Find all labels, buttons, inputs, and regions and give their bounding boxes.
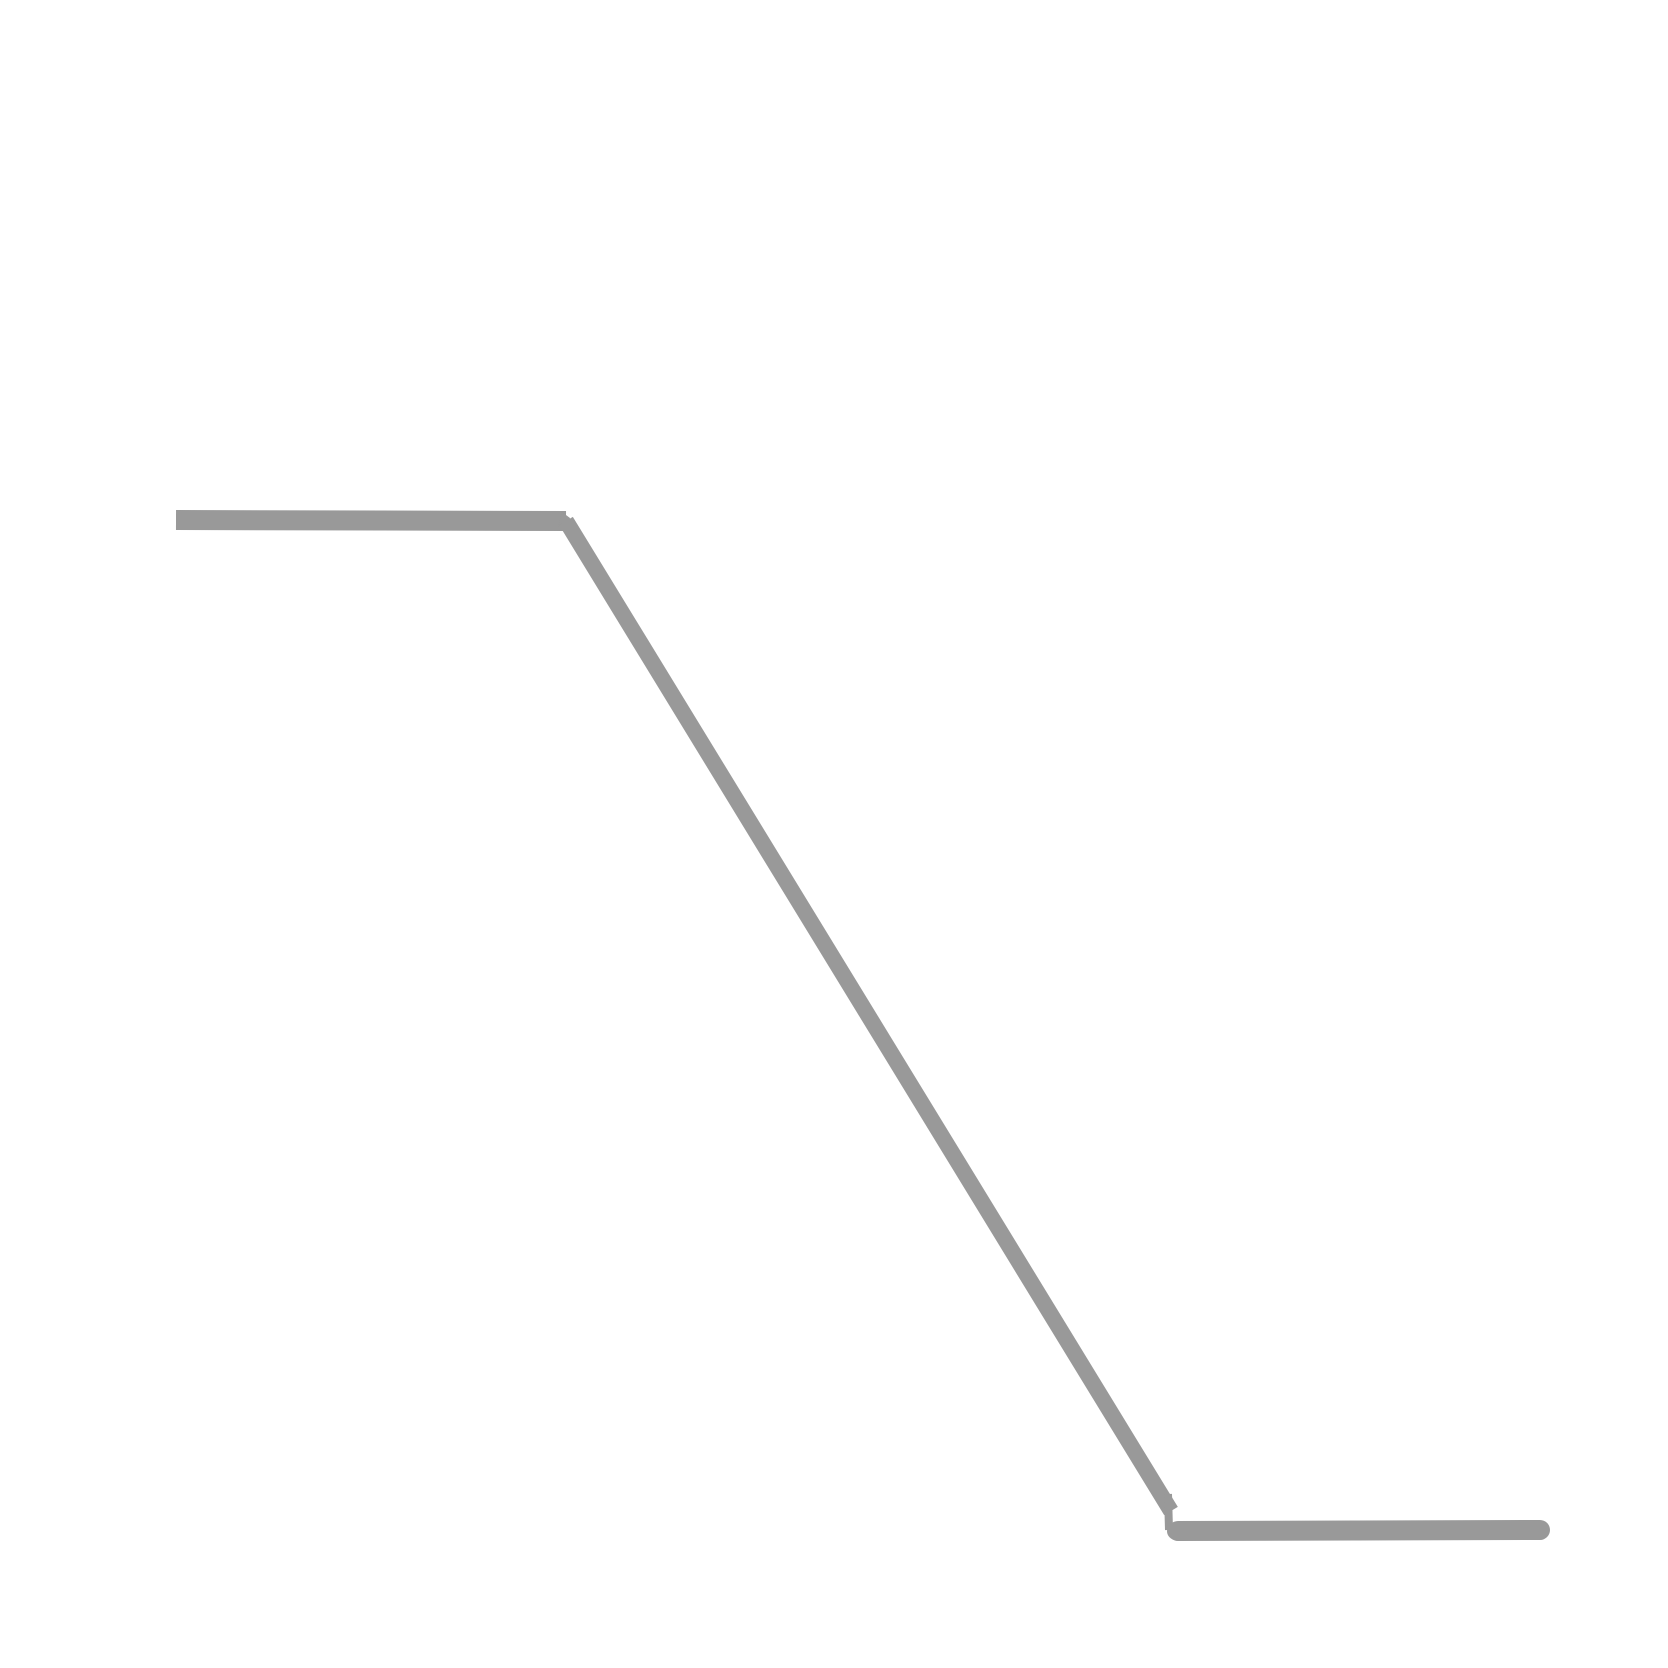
- descending-slope-segment: [559, 516, 1178, 1516]
- upper-flat-segment: [175, 510, 567, 531]
- lower-corner-joint: [1167, 1522, 1185, 1540]
- start-marker: [156, 510, 174, 532]
- lower-corner-notch: [1164, 1493, 1173, 1531]
- lower-flat-segment: [1168, 1520, 1550, 1541]
